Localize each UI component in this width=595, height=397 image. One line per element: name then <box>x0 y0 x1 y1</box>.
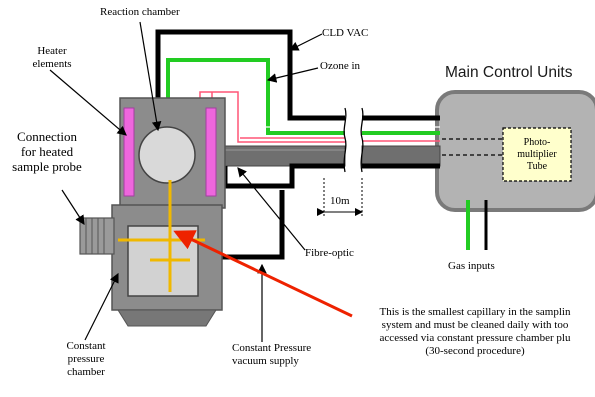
label-note-line2: system and must be cleaned daily with to… <box>381 319 569 331</box>
label-pmt-line1: Photo- <box>523 136 551 148</box>
vac-cable <box>155 29 345 121</box>
vacuum-line-to-chamber <box>195 190 285 260</box>
label-cp-line2: pressure <box>67 353 105 365</box>
heater-element-right <box>205 107 217 197</box>
label-connection-heated-probe: Connection for heated sample probe <box>4 129 90 174</box>
label-cp-line1: Constant <box>66 340 106 352</box>
label-vacuum-supply: Constant Pressure vacuum supply <box>232 342 311 368</box>
label-gas-inputs: Gas inputs <box>448 260 495 272</box>
label-capillary-note: This is the smallest capillary in the sa… <box>355 306 595 358</box>
photomultiplier-box <box>502 127 572 182</box>
label-note-line3: accessed via constant pressure chamber p… <box>379 332 571 344</box>
label-distance: 10m <box>330 195 350 207</box>
label-constant-pressure-chamber: Constant pressure chamber <box>56 340 116 379</box>
leader-reaction-chamber <box>139 21 162 132</box>
label-reaction-chamber: Reaction chamber <box>100 6 180 18</box>
label-fibre-optic: Fibre-optic <box>305 247 354 259</box>
leader-constant-pressure <box>84 272 119 341</box>
label-connection-line3: sample probe <box>12 159 82 174</box>
label-cp-line3: chamber <box>67 366 105 378</box>
label-heater-line1: Heater <box>37 45 67 57</box>
label-heater-line2: elements <box>32 58 72 70</box>
label-connection-line2: for heated <box>20 144 74 159</box>
break-mark-right <box>360 107 364 173</box>
leader-cld-vac <box>288 33 323 51</box>
label-photomultiplier-tube: Photo- multiplier Tube <box>503 128 571 181</box>
reaction-chamber-sphere <box>138 126 196 184</box>
pointer-arrow <box>173 230 353 318</box>
leader-heater <box>49 69 127 136</box>
fibre-optic-right <box>361 145 441 167</box>
leader-fibre-optic <box>237 167 306 251</box>
label-pmt-line2: multiplier <box>517 148 557 160</box>
label-note-line1: This is the smallest capillary in the sa… <box>379 306 571 318</box>
label-connection-line1: Connection <box>17 129 77 144</box>
label-heater-elements: Heater elements <box>28 45 76 71</box>
vacuum-line-lower <box>222 163 345 189</box>
heater-element-left <box>123 107 135 197</box>
label-pmt-line3: Tube <box>526 160 548 172</box>
label-main-control-units: Main Control Units <box>445 64 573 81</box>
break-mark-left <box>343 107 347 173</box>
heated-probe-connector <box>79 217 115 255</box>
leader-ozone <box>266 67 319 83</box>
label-cld-vac: CLD VAC <box>322 27 369 39</box>
label-note-line4: (30-second procedure) <box>425 345 525 357</box>
label-vacuum-line1: Constant Pressure <box>232 342 312 354</box>
lower-block-base <box>117 309 217 327</box>
leader-connection <box>61 189 85 226</box>
label-vacuum-line2: vacuum supply <box>232 355 299 367</box>
ozone-cable <box>166 58 345 135</box>
label-ozone-in: Ozone in <box>320 60 361 72</box>
